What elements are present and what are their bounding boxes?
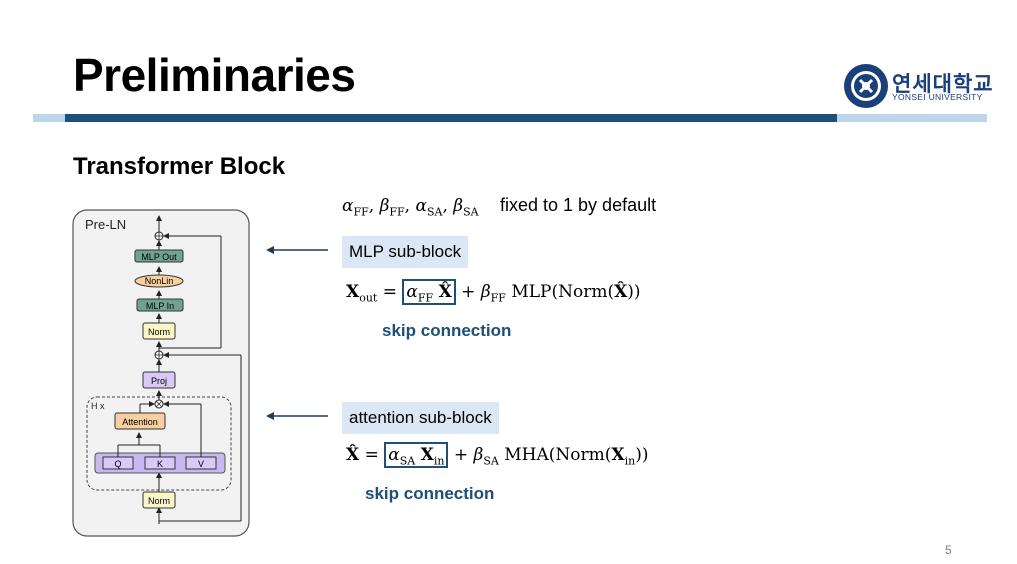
skip-connection-label-1: skip connection bbox=[382, 321, 512, 340]
panel-label: Pre-LN bbox=[85, 217, 126, 232]
norm-top-block: Norm bbox=[148, 327, 170, 337]
mlp-in-block: MLP In bbox=[146, 301, 174, 311]
attention-sub-block-label: attention sub-block bbox=[342, 402, 499, 434]
attention-equation: X̂ = αSA Xin + βSA MHA(Norm(Xin)) bbox=[346, 442, 648, 468]
attention-arrow-icon bbox=[266, 412, 328, 420]
title-underline-dark bbox=[65, 114, 837, 122]
page-number: 5 bbox=[945, 543, 952, 557]
mlp-equation: Xout = αFF X̂ + βFF MLP(Norm(X̂)) bbox=[346, 279, 641, 305]
slide-title: Preliminaries bbox=[73, 49, 356, 101]
q-block: Q bbox=[114, 459, 121, 469]
mlp-out-block: MLP Out bbox=[141, 252, 177, 262]
nonlin-block: NonLin bbox=[145, 276, 174, 286]
norm-bottom-block: Norm bbox=[148, 496, 170, 506]
logo-english-text: YONSEI UNIVERSITY bbox=[892, 92, 983, 102]
section-subtitle: Transformer Block bbox=[73, 153, 286, 180]
mlp-arrow-icon bbox=[266, 246, 328, 254]
params-math: αFF, βFF, αSA, βSA bbox=[342, 196, 479, 219]
university-logo bbox=[844, 64, 888, 108]
logo-korean-text: 연세대학교 bbox=[892, 73, 994, 96]
pre-ln-diagram: Pre-LN H x Q K V Attention Proj Norm MLP… bbox=[72, 209, 250, 537]
mlp-sub-block-label: MLP sub-block bbox=[342, 236, 469, 268]
proj-block: Proj bbox=[151, 376, 167, 386]
k-block: K bbox=[157, 459, 163, 469]
skip-connection-label-2: skip connection bbox=[365, 484, 495, 503]
attention-block: Attention bbox=[122, 417, 158, 427]
repeat-label: H x bbox=[91, 401, 105, 411]
params-description: fixed to 1 by default bbox=[500, 195, 657, 215]
v-block: V bbox=[198, 459, 204, 469]
